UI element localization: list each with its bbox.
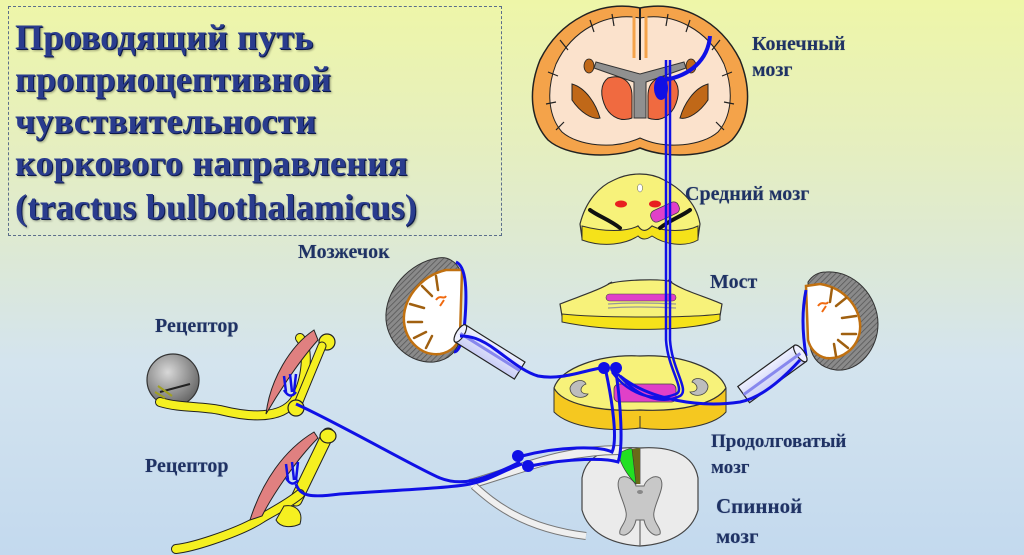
pons-section (559, 279, 723, 330)
title-line-4: коркового направления (15, 143, 408, 183)
label-spinal-cord-line1: Спинной (716, 494, 803, 518)
title-line-3: чувствительности (15, 101, 317, 141)
ball-icon (146, 353, 200, 407)
cerebellum-right (801, 271, 879, 371)
label-telencephalon-line2: мозг (752, 59, 793, 81)
title-line-2: проприоцептивной (15, 59, 332, 99)
label-cerebellum: Мозжечок (298, 241, 390, 263)
upper-limb (146, 329, 336, 421)
midbrain-section (579, 173, 701, 245)
peduncle-tube-right (736, 344, 808, 404)
title-line-5: (tractus bulbothalamicus) (15, 187, 418, 227)
spinal-cord-section (581, 447, 699, 547)
label-medulla-line2: мозг (711, 457, 750, 478)
lower-limb (171, 427, 337, 554)
peduncle-tube-left (453, 324, 526, 380)
proprioceptive-pathway (294, 35, 802, 498)
label-medulla-line1: Продолговатый (711, 431, 847, 452)
cerebellum-left (385, 257, 468, 363)
telencephalon-section (531, 5, 749, 156)
label-telencephalon-line1: Конечный (752, 33, 846, 55)
label-receptor-upper: Рецептор (155, 315, 239, 337)
label-pons: Мост (710, 271, 758, 293)
title-box: Проводящий путь проприоцептивной чувстви… (8, 6, 502, 236)
label-midbrain: Средний мозг (685, 183, 810, 205)
title-line-1: Проводящий путь (15, 17, 314, 57)
label-spinal-cord-line2: мозг (716, 524, 759, 548)
label-receptor-lower: Рецептор (145, 455, 229, 477)
